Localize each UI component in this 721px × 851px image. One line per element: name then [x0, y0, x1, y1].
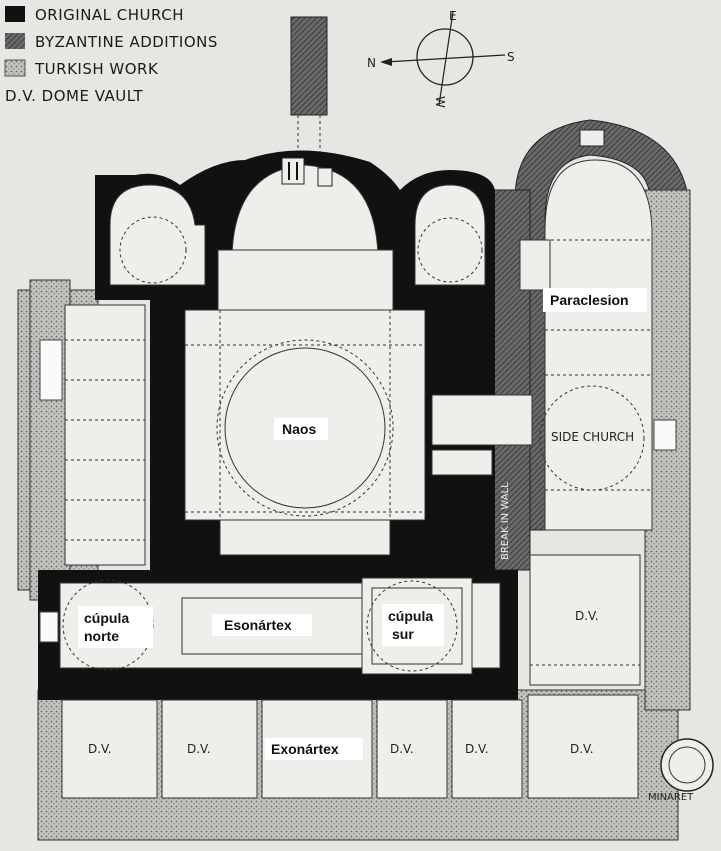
side-church-label: SIDE CHURCH	[551, 430, 634, 444]
exonartex: D.V. D.V. D.V. D.V. D.V.	[61, 694, 639, 799]
dv-label-exo-4: D.V.	[465, 742, 489, 756]
naos-floor	[184, 164, 426, 556]
cupula-norte-label-box	[78, 606, 153, 648]
legend-swatch-byzantine	[5, 33, 25, 49]
naos-label: Naos	[282, 421, 316, 437]
compass-south-label: S	[507, 50, 515, 64]
legend-swatch-turkish	[4, 59, 26, 77]
apse-window-right	[317, 167, 333, 187]
legend-original-church: ORIGINAL CHURCH	[35, 6, 184, 24]
legend: ORIGINAL CHURCH BYZANTINE ADDITIONS TURK…	[4, 6, 218, 105]
legend-swatch-original	[5, 6, 25, 22]
paraclesion-label: Paraclesion	[550, 292, 629, 308]
exonartex-label-box	[265, 738, 363, 760]
esonartex-label: Esonártex	[224, 617, 292, 633]
legend-dome-vault: D.V. DOME VAULT	[5, 87, 144, 105]
north-aisle	[39, 304, 146, 566]
connector-room	[431, 394, 533, 446]
apse-window	[281, 157, 305, 185]
break-in-wall-label: BREAK IN WALL	[500, 482, 511, 560]
cupula-sur-label-box	[382, 604, 444, 646]
dv-label-upper: D.V.	[575, 609, 599, 623]
side-chapels	[109, 184, 486, 286]
dv-label-exo-5: D.V.	[570, 742, 594, 756]
minaret: MINARET	[648, 738, 714, 803]
dv-label-exo-1: D.V.	[88, 742, 112, 756]
minaret-label: MINARET	[648, 792, 694, 803]
paraclesion-label-box	[543, 288, 647, 312]
naos-label-box	[274, 418, 328, 440]
cupula-sur-label-line1: cúpula	[388, 608, 433, 624]
compass-east-label: E	[449, 9, 457, 23]
compass-west-label: W	[433, 96, 447, 108]
cupula-norte-label-line1: cúpula	[84, 610, 129, 626]
dome-vault-room-upper: D.V.	[529, 554, 641, 686]
exonartex-label: Exonártex	[271, 741, 339, 757]
connector-room-2	[431, 449, 493, 476]
apse-tower	[290, 16, 328, 116]
dv-label-exo-2: D.V.	[187, 742, 211, 756]
compass-north-label: N	[367, 56, 376, 70]
cupula-sur-label-line2: sur	[392, 626, 414, 642]
cupula-norte-label-line2: norte	[84, 628, 119, 644]
compass-icon: N S E W	[367, 9, 515, 108]
esonartex-label-box	[212, 614, 312, 636]
dv-label-exo-3: D.V.	[390, 742, 414, 756]
legend-turkish-work: TURKISH WORK	[34, 60, 159, 78]
legend-byzantine-additions: BYZANTINE ADDITIONS	[35, 33, 218, 51]
paraclesion	[519, 129, 677, 531]
